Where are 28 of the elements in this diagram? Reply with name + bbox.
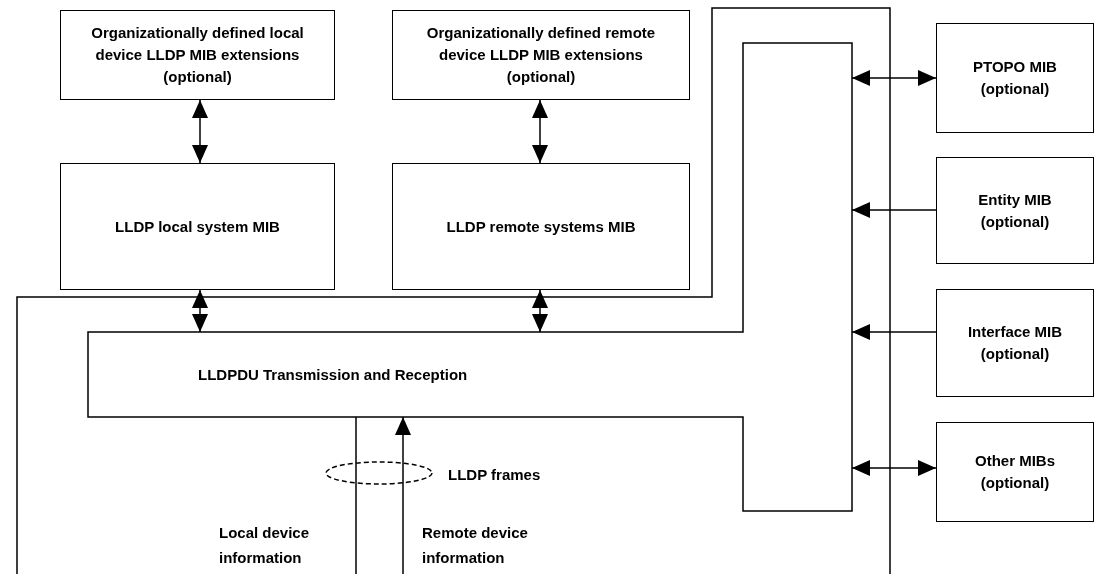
arrow bbox=[851, 324, 937, 340]
arrow bbox=[851, 460, 937, 476]
box-label: Organizationally defined remote device LLDP MIB extensions (optional) bbox=[425, 23, 657, 87]
system-outline bbox=[16, 8, 890, 574]
box-label: Interface MIB (optional) bbox=[966, 322, 1064, 364]
process-box bbox=[936, 289, 1094, 397]
process-box bbox=[936, 23, 1094, 133]
arrow bbox=[192, 289, 208, 333]
arrow bbox=[395, 416, 411, 574]
box-label: Other MIBs (optional) bbox=[974, 451, 1056, 493]
box-label: Organizationally defined local device LLDP MIB extensions (optional) bbox=[90, 23, 305, 87]
arrow bbox=[532, 289, 548, 333]
process-box bbox=[936, 422, 1094, 522]
box-label: LLDP local system MIB bbox=[115, 216, 280, 237]
l-shaped-process-block bbox=[88, 43, 852, 511]
box-label: LLDP remote systems MIB bbox=[446, 216, 636, 237]
arrow bbox=[192, 99, 208, 164]
arrow bbox=[851, 70, 937, 86]
connector-line bbox=[355, 416, 357, 574]
box-label: PTOPO MIB (optional) bbox=[972, 57, 1058, 99]
annotation-label: Local device information bbox=[219, 523, 311, 568]
annotation-label: Remote device information bbox=[422, 523, 529, 568]
arrow bbox=[851, 202, 937, 218]
arrow bbox=[532, 99, 548, 164]
annotation-label: LLDP frames bbox=[448, 465, 541, 485]
process-box bbox=[936, 157, 1094, 264]
box-label: LLDPDU Transmission and Reception bbox=[198, 364, 468, 385]
box-label: Entity MIB (optional) bbox=[977, 189, 1053, 232]
